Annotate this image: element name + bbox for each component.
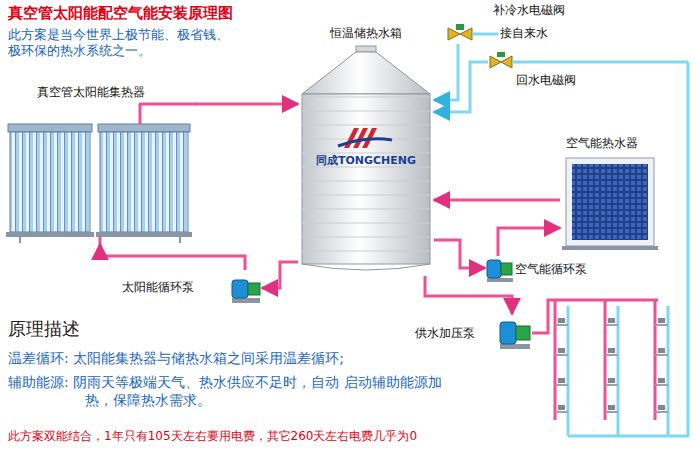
pipe-connector [434, 62, 488, 112]
annotation-text: 辅助能源: 阴雨天等极端天气、热水供应不足时，自动 启动辅助能源加热，保障热水需… [8, 374, 457, 409]
annotation-text: 温差循环: 太阳能集热器与储热水箱之间采用温差循环; [8, 350, 344, 368]
hot-water-outlets [532, 300, 668, 436]
annotation-text: 原理描述 [8, 318, 80, 341]
solenoid-valve [448, 24, 498, 40]
storage-tank [302, 46, 430, 270]
pump [232, 280, 260, 303]
component-box: 回水电磁阀 [488, 52, 588, 90]
pipe-connector [498, 228, 560, 256]
pipe-connector [434, 240, 485, 268]
tap-symbol [655, 405, 668, 412]
annotation-text: 接自来水 [500, 26, 548, 41]
component-label: 真空管太阳能集热器 [37, 85, 145, 100]
pump [487, 260, 513, 282]
annotation-text: 此方案是当今世界上极节能、极省钱、极环保的热水系统之一。 [8, 27, 236, 60]
tap-symbol [605, 318, 618, 325]
tap-symbol [605, 378, 618, 385]
logo-mark [338, 128, 392, 148]
air-heat-pump [562, 158, 658, 250]
component-box: 恒温储热水箱同成TONGCHENG [298, 26, 434, 276]
component-box: 真空管太阳能集热器 [5, 84, 195, 244]
component-label: 空气能热水器 [566, 136, 638, 151]
component-label: 回水电磁阀 [516, 73, 576, 88]
component-box: 补冷水电磁阀 [443, 0, 573, 44]
component-label: 恒温储热水箱 [330, 26, 402, 41]
pipe-connector [425, 276, 512, 314]
tap-symbol [555, 405, 568, 412]
tap-symbol [655, 348, 668, 355]
tap-symbol [655, 378, 668, 385]
pipe-connector [195, 103, 298, 106]
component-box: 供水加压泵 [415, 314, 533, 352]
diagram-title: 真空管太阳能配空气能安装原理图 [8, 4, 233, 23]
component-label: 空气能循环泵 [515, 262, 587, 277]
pipe-connector [262, 262, 298, 288]
pipe-connector [434, 44, 458, 100]
pipe-connector [434, 199, 560, 202]
component-label: 同成TONGCHENG [316, 154, 416, 168]
solar-collector [6, 104, 196, 244]
tap-symbol [555, 348, 568, 355]
tap-symbol [655, 318, 668, 325]
pump [500, 322, 530, 349]
caption-text: 此方案双能结合，1年只有105天左右要用电费，其它260天左右电费几乎为0 [8, 429, 417, 444]
component-box: 空气能循环泵 [485, 256, 603, 284]
component-box: 太阳能循环泵 [122, 270, 262, 306]
solenoid-valve [490, 52, 689, 436]
component-label: 补冷水电磁阀 [493, 3, 565, 18]
component-box: 空气能热水器 [560, 134, 660, 250]
tap-symbol [555, 318, 568, 325]
component-label: 供水加压泵 [415, 326, 475, 341]
component-label: 太阳能循环泵 [122, 280, 194, 295]
tap-symbol [605, 348, 618, 355]
pipe-connector [100, 244, 245, 270]
tap-symbol [605, 405, 618, 412]
tap-symbol [555, 378, 568, 385]
